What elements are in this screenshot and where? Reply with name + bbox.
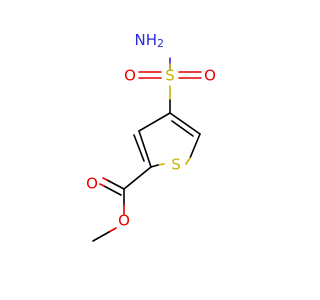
atom-labels: NH2 S O O S O O [86, 31, 216, 230]
bond-c5-s2-s [185, 157, 191, 165]
bond-c2-c3-a [138, 130, 152, 168]
bond-s2-c2-s [157, 163, 165, 166]
bond-o4-ch3 [92, 231, 110, 242]
atom-label-o-ester: O [118, 212, 130, 230]
atom-label-o-left: O [124, 67, 136, 85]
bonds [92, 57, 202, 242]
bond-o4-ch3-o [108, 227, 117, 233]
atom-label-nh2: NH2 [135, 31, 165, 51]
bond-c4-c5-inner [171, 120, 194, 137]
bond-c2-c3-b [133, 134, 145, 162]
atom-label-s-ring: S [171, 156, 181, 174]
molecule-diagram: NH2 S O O S O O [86, 31, 216, 242]
bond-ccarb-o3-a [106, 179, 125, 190]
bond-c2-ccarb [123, 166, 152, 190]
bond-c4-c5 [169, 112, 201, 135]
atom-label-o-right: O [204, 67, 216, 85]
bond-ccarb-o3-ao [102, 177, 108, 181]
bond-ccarb-o3-bo [99, 183, 105, 187]
bond-ccarb-o3-b [103, 185, 122, 196]
bond-s2-c2 [150, 164, 159, 168]
atom-label-o-carbonyl: O [86, 175, 98, 193]
bond-c5-s2 [189, 133, 201, 159]
atom-label-s-sulfonyl: S [165, 67, 175, 85]
bond-c3-c4 [138, 112, 171, 132]
